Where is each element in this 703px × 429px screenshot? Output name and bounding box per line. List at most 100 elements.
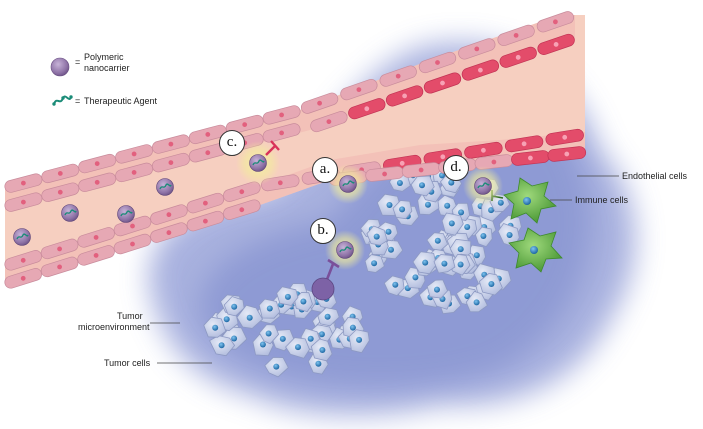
tumor-cell-nucleus [246,314,253,321]
tumor-cell [410,175,435,197]
legend-nanocarrier-line1: Polymeric [84,52,124,62]
nanocarrier [61,204,79,222]
tumor-cell-nucleus [371,260,378,267]
endothelial-cell [504,135,544,153]
endothelial-cell [536,11,575,33]
endothelial-cell [4,250,42,271]
tumor-cell-nucleus [265,330,272,337]
tumor-cell-nucleus [266,305,273,312]
label-endothelial-cells: Endothelial cells [622,171,688,181]
nanocarrier [336,241,354,259]
endothelial-cell [545,128,584,146]
tumor-cell [465,290,488,313]
tumor-cell-nucleus [373,233,380,240]
tumor-cell [426,279,448,299]
endothelial-cell [340,78,378,101]
legend-nanocarrier-line2: nanocarrier [84,63,130,73]
step-b-marker: b. [310,218,336,244]
endothelial-cell [423,72,462,94]
endothelial-cell [310,111,348,133]
nanocarrier [13,228,31,246]
endothelial-cell [41,182,80,202]
nanocarrier [339,175,357,193]
tumor-cell-nucleus [497,199,504,206]
nanocarrier [249,154,267,172]
endothelial-cell [262,105,301,125]
tumor-cell-nucleus [473,252,480,259]
legend-agent-label: Therapeutic Agent [84,96,158,106]
tumor-cell-nucleus [422,259,429,266]
tumor-cell-nucleus [457,246,464,253]
nanocarrier-group [13,154,492,259]
tumor-cell-nucleus [223,316,230,323]
tumor-cell [348,329,370,354]
label-immune-cells: Immune cells [575,195,629,205]
legend-agent-equals: = [75,96,81,106]
tumor-cell [433,254,456,274]
tumor-cell-nucleus [425,201,431,208]
tumor-cell-nucleus [419,182,425,189]
endothelial-cell [461,59,500,81]
legend-nanocarrier-icon [50,57,70,77]
tumor-cell-nucleus [349,324,356,331]
immune-cell-2 [508,227,563,273]
tumor-cell [264,356,289,378]
tumor-cell [392,200,413,220]
immune-cell-nucleus [523,197,531,205]
tumor-cell-nucleus [284,293,291,300]
therapeutic-agent-icon [252,159,265,166]
tumor-cell [383,275,405,297]
tumor-cell-nucleus [441,260,448,267]
tumor-cell-nucleus [396,180,403,186]
tumor-cell-nucleus [356,336,363,343]
tumor-cell-nucleus [434,237,441,244]
tumor-cell [258,324,280,345]
tumor-cell-nucleus [458,209,465,216]
nanocarrier [156,178,174,196]
tumor-cell-nucleus [448,179,455,186]
tumor-cell-nucleus [444,202,451,209]
tumor-cell-nucleus [464,224,471,230]
endothelial-cell [300,92,339,114]
tumor-cell-nucleus [399,206,406,213]
tumor-cell-nucleus [464,293,471,300]
tumor-cell-nucleus [231,303,238,310]
tumor-cell-nucleus [457,261,464,268]
endothelial-cell [418,51,457,74]
endothelial-cell [499,46,537,68]
label-tumor-cells: Tumor cells [104,358,151,368]
tumor-cell [478,272,503,296]
legend-nanocarrier-equals: = [75,57,81,67]
endothelial-cell [401,162,441,178]
tumor-cell-nucleus [218,342,225,349]
tumor-cell [366,225,388,246]
tumor-cell-nucleus [473,299,480,306]
tumor-cell-nucleus [448,220,455,227]
therapeutic-agent-icon [477,182,490,189]
therapeutic-agent-icon [342,180,355,187]
tumor-cell-nucleus [295,344,301,351]
leader-lines [150,175,619,364]
therapeutic-agent-icon [120,210,133,217]
endothelial-cell [379,65,417,87]
endothelial-cell [262,123,301,143]
tumor-cell [209,335,236,357]
endothelial-cell [115,144,154,164]
endothelial-cell [223,199,261,220]
endothelial-cell [4,173,43,193]
tumor-cell-nucleus [506,232,513,238]
endothelial-receptor [265,140,280,156]
immune-cell-nucleus [530,246,538,254]
tumor-cell-nucleus [488,281,495,287]
endothelial-cell [537,33,575,55]
endothelial-cell [348,98,386,120]
tumor-cell-nucleus [315,360,322,367]
tumor-cell [285,337,310,359]
tumor-cell-nucleus [307,335,314,342]
tumor-cell-nucleus [388,246,394,253]
tumor-cell-nucleus [212,324,219,331]
endothelial-cell [40,256,79,278]
tumor-cell-nucleus [386,202,393,208]
